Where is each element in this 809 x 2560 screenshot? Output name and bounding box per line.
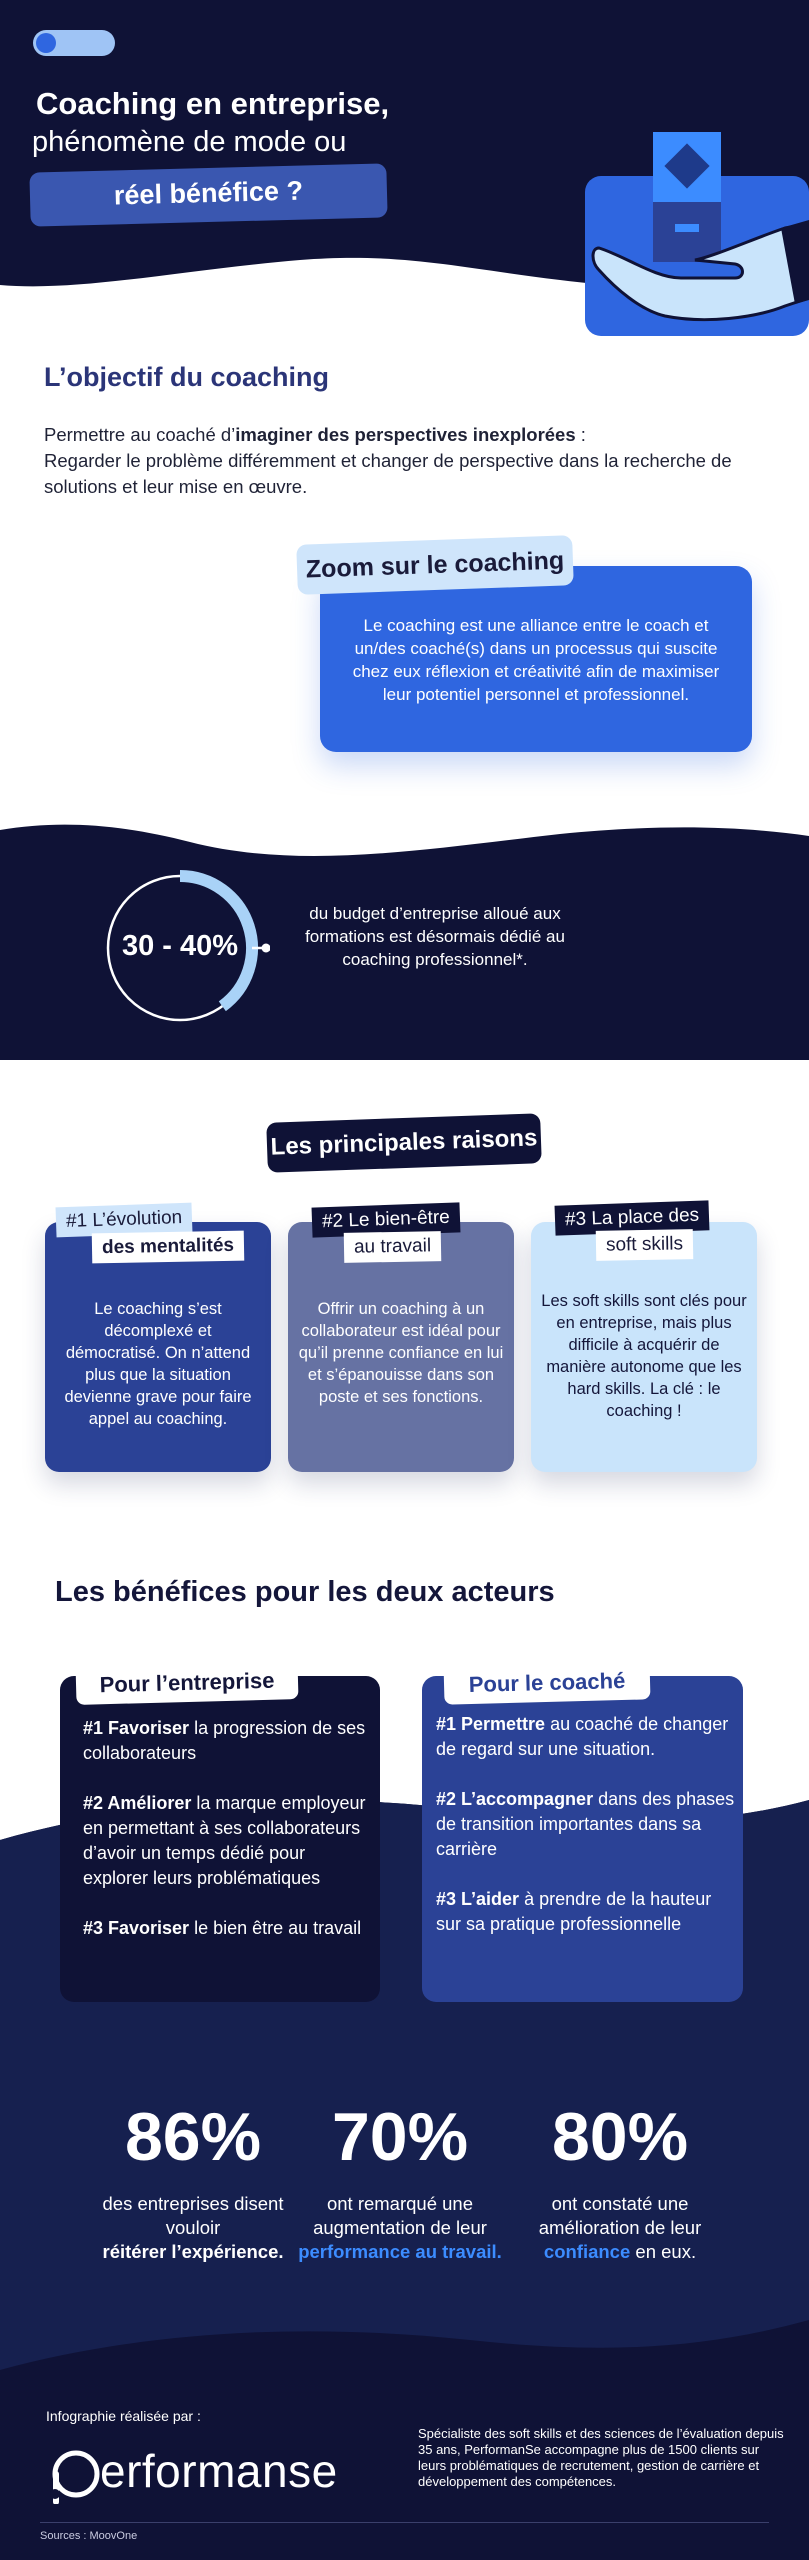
footer-description: Spécialiste des soft skills et des scien… bbox=[418, 2426, 784, 2489]
company-benefit-1-bold: #1 Favoriser bbox=[83, 1718, 190, 1738]
footer-divider bbox=[40, 2522, 769, 2523]
reason-1-text: Le coaching s’est décomplexé et démocrat… bbox=[64, 1300, 252, 1428]
company-benefit-3: #3 Favoriser le bien être au travail bbox=[83, 1916, 373, 1941]
coachee-benefit-2-bold: #2 L’accompagner bbox=[436, 1789, 594, 1809]
reason-card-1: Le coaching s’est décomplexé et démocrat… bbox=[45, 1222, 271, 1472]
objective-title: L’objectif du coaching bbox=[44, 362, 330, 392]
hero-title-line2: phénomène de mode ou bbox=[32, 126, 347, 158]
stat-2-line: ont remarqué une augmentation de leur bbox=[313, 2193, 487, 2238]
reason-1-tag-line2-text: des mentalités bbox=[101, 1234, 235, 1259]
budget-text: du budget d’entreprise alloué aux format… bbox=[305, 904, 565, 969]
company-benefits-list: #1 Favoriser la progression de ses colla… bbox=[83, 1716, 373, 1966]
company-benefit-1-text: la progression de ses collaborateurs bbox=[83, 1718, 366, 1763]
coachee-benefit-3-text: à prendre de la hauteur sur sa pratique … bbox=[436, 1889, 712, 1934]
zoom-tag-text: Zoom sur le coaching bbox=[305, 546, 565, 584]
coachee-benefits-card bbox=[422, 1676, 743, 2002]
coachee-benefits-tag: Pour le coaché bbox=[443, 1659, 651, 1705]
objective-text-suffix: : bbox=[575, 424, 586, 445]
stat-1-text: des entreprises disent vouloir réitérer l… bbox=[83, 2192, 303, 2264]
stat-1-value: 86% bbox=[124, 2099, 262, 2175]
reason-1-tag-line2: des mentalités bbox=[91, 1230, 245, 1264]
reason-3-text: Les soft skills sont clés pour en entrep… bbox=[541, 1292, 747, 1420]
stat-3-tail: en eux. bbox=[630, 2241, 697, 2262]
company-benefit-2-bold: #2 Améliorer bbox=[83, 1793, 192, 1813]
reasons-title: Les principales raisons bbox=[266, 1113, 542, 1173]
company-benefit-3-text: le bien être au travail bbox=[189, 1918, 362, 1938]
reason-2-text: Offrir un coaching à un collaborateur es… bbox=[298, 1300, 504, 1406]
stat-2-text: ont remarqué une augmentation de leur pe… bbox=[290, 2192, 510, 2264]
company-benefits-card bbox=[60, 1676, 380, 2002]
coachee-benefit-1-bold: #1 Permettre bbox=[436, 1714, 546, 1734]
reason-3-tag-line2: soft skills bbox=[595, 1229, 694, 1261]
stat-3-text: ont constaté une amélioration de leur co… bbox=[510, 2192, 730, 2264]
hero-title-pill: réel bénéfice ? bbox=[29, 163, 388, 227]
stat-2-highlight: performance au travail. bbox=[298, 2241, 502, 2262]
objective-text: Permettre au coaché d’imaginer des persp… bbox=[44, 422, 784, 500]
stat-1-line: des entreprises disent vouloir bbox=[102, 2193, 284, 2238]
toggle-decoration bbox=[33, 30, 115, 56]
company-benefit-2-text: la marque employeur en permettant à ses … bbox=[83, 1793, 366, 1888]
objective-text-bold: imaginer des perspectives inexplorées bbox=[235, 424, 576, 445]
company-benefits-tag-text: Pour l’entreprise bbox=[99, 1667, 275, 1698]
stat-3-highlight: confiance bbox=[543, 2241, 631, 2262]
company-benefit-2: #2 Améliorer la marque employeur en perm… bbox=[83, 1791, 373, 1891]
budget-ring-arc bbox=[179, 870, 258, 1012]
zoom-tag: Zoom sur le coaching bbox=[296, 535, 574, 595]
reason-2-tag-line2: au travail bbox=[343, 1231, 442, 1263]
coachee-benefit-1: #1 Permettre au coaché de changer de reg… bbox=[436, 1712, 736, 1762]
budget-value: 30 - 40% bbox=[121, 930, 239, 962]
stat-3-value: 80% bbox=[551, 2099, 689, 2175]
zoom-card: Le coaching est une alliance entre le co… bbox=[320, 566, 752, 752]
coachee-benefit-1-text: au coaché de changer de regard sur une s… bbox=[436, 1714, 729, 1759]
reasons-title-text: Les principales raisons bbox=[270, 1124, 538, 1161]
stat-3-line: ont constaté une amélioration de leur bbox=[538, 2193, 702, 2238]
coachee-benefit-3: #3 L’aider à prendre de la hauteur sur s… bbox=[436, 1887, 736, 1937]
coachee-benefits-list: #1 Permettre au coaché de changer de reg… bbox=[436, 1712, 736, 1962]
benefits-title: Les bénéfices pour les deux acteurs bbox=[55, 1576, 555, 1608]
coachee-benefits-tag-text: Pour le coaché bbox=[468, 1667, 626, 1698]
hero-title-line1: Coaching en entreprise, bbox=[36, 86, 390, 121]
company-benefit-1: #1 Favoriser la progression de ses colla… bbox=[83, 1716, 373, 1766]
budget-ring-dot bbox=[261, 943, 270, 953]
footer-credit-label: Infographie réalisée par : bbox=[46, 2408, 201, 2424]
zoom-card-text: Le coaching est une alliance entre le co… bbox=[352, 616, 720, 704]
footer-sources: Sources : MoovOne bbox=[40, 2530, 138, 2542]
company-benefit-3-bold: #3 Favoriser bbox=[83, 1918, 190, 1938]
objective-text-line2: Regarder le problème différemment et cha… bbox=[44, 450, 732, 497]
performanse-logo-icon bbox=[50, 2450, 100, 2504]
company-benefits-tag: Pour l’entreprise bbox=[75, 1659, 299, 1705]
reason-card-2: Offrir un coaching à un collaborateur es… bbox=[288, 1222, 514, 1472]
performanse-logo-text: erformanse bbox=[100, 2445, 338, 2497]
coachee-benefit-2-text: dans des phases de transition importante… bbox=[436, 1789, 735, 1859]
objective-text-prefix: Permettre au coaché d’ bbox=[44, 424, 236, 445]
coachee-benefit-3-bold: #3 L’aider bbox=[436, 1889, 520, 1909]
reason-card-3: Les soft skills sont clés pour en entrep… bbox=[531, 1222, 757, 1472]
hero-title-pill-text: réel bénéfice ? bbox=[113, 175, 304, 211]
stat-2-value: 70% bbox=[331, 2099, 469, 2175]
toggle-knob bbox=[36, 33, 56, 53]
hand-holding-card-icon bbox=[585, 132, 809, 336]
budget-ring-chart bbox=[106, 870, 270, 1022]
coachee-benefit-2: #2 L’accompagner dans des phases de tran… bbox=[436, 1787, 736, 1862]
stat-1-highlight: réitérer l’expérience. bbox=[102, 2241, 284, 2262]
